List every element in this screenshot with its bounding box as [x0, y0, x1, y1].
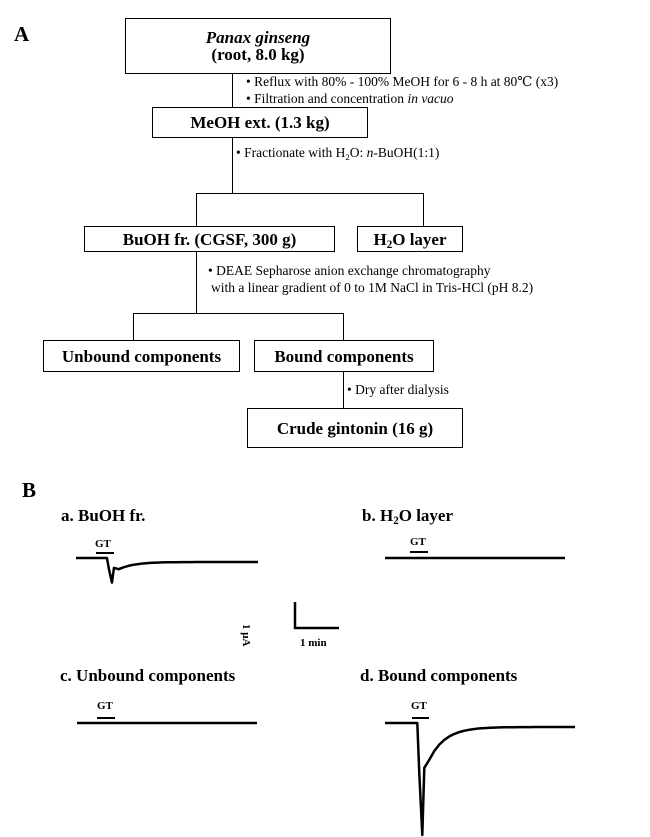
node-source-line2: (root, 8.0 kg)	[211, 45, 305, 64]
stimulus-label-d: GT	[411, 700, 427, 712]
step-fractionate-a: • Fractionate with H	[236, 145, 346, 160]
step-fractionate-c: -BuOH(1:1)	[373, 145, 440, 160]
node-bound-label: Bound components	[274, 346, 414, 366]
node-meoh-extract: MeOH ext. (1.3 kg)	[152, 107, 368, 138]
step-reflux: • Reflux with 80% - 100% MeOH for 6 - 8 …	[246, 74, 559, 89]
node-crude-gintonin: Crude gintonin (16 g)	[247, 408, 463, 448]
trace-title-b-sub: 2	[393, 515, 399, 527]
connector-bound-crude	[343, 372, 344, 408]
connector-split-h2o	[423, 193, 424, 226]
step-fractionate: • Fractionate with H2O: n-BuOH(1:1)	[236, 145, 439, 161]
trace-d	[385, 721, 575, 837]
stimulus-label-a: GT	[95, 538, 111, 550]
step-filtration: • Filtration and concentration in vacuo	[246, 91, 454, 107]
stimulus-label-c: GT	[97, 700, 113, 712]
node-panax-ginseng: Panax ginseng (root, 8.0 kg)	[125, 18, 391, 74]
node-h2o-sub: 2	[386, 238, 393, 251]
stimulus-bar-c	[97, 717, 115, 719]
trace-b	[385, 556, 565, 560]
step-fractionate-sub: 2	[345, 152, 350, 162]
step-chromatography-2: with a linear gradient of 0 to 1M NaCl i…	[211, 280, 534, 295]
step-fractionate-b: O:	[349, 145, 367, 160]
step-dry: • Dry after dialysis	[347, 382, 449, 397]
scale-bar-lines	[293, 602, 339, 630]
trace-a-line	[76, 556, 258, 584]
trace-title-c: c. Unbound components	[60, 666, 236, 685]
stimulus-bar-a	[96, 552, 114, 554]
scale-bar	[293, 602, 339, 630]
trace-title-b: b. H2O layer	[362, 506, 454, 527]
connector-buoh-split	[196, 252, 197, 314]
node-h2o-pre: H	[373, 229, 387, 249]
step-filtration-italic: in vacuo	[407, 91, 454, 106]
connector-source-meoh	[232, 74, 233, 108]
connector-split-horizontal	[196, 193, 424, 194]
step-fractionate-italic: n	[366, 145, 374, 160]
node-unbound-label: Unbound components	[61, 346, 222, 366]
node-bound-components: Bound components	[254, 340, 434, 372]
trace-c	[77, 721, 257, 725]
panel-b-label: B	[22, 478, 37, 502]
node-unbound-components: Unbound components	[43, 340, 240, 372]
node-crude-label: Crude gintonin (16 g)	[276, 418, 434, 438]
trace-title-a: a. BuOH fr.	[61, 506, 146, 525]
node-buoh-label: BuOH fr. (CGSF, 300 g)	[122, 229, 297, 249]
stimulus-label-b: GT	[410, 536, 426, 548]
node-h2o-label: H2O layer	[373, 229, 447, 251]
scale-time-label: 1 min	[300, 637, 327, 649]
node-source-line1: Panax ginseng	[205, 28, 311, 47]
scale-current-label: 1 μA	[240, 624, 252, 647]
connector-chrom-horizontal	[133, 313, 344, 314]
trace-title-b-pre: b. H	[362, 506, 394, 525]
node-buoh-fraction: BuOH fr. (CGSF, 300 g)	[84, 226, 335, 252]
connector-chrom-bound	[343, 313, 344, 340]
connector-chrom-unbound	[133, 313, 134, 340]
node-h2o-layer: H2O layer	[357, 226, 463, 252]
trace-d-line	[385, 721, 575, 837]
stimulus-bar-d	[412, 717, 429, 719]
node-h2o-post: O layer	[392, 229, 447, 249]
stimulus-bar-b	[410, 551, 428, 553]
trace-title-b-post: O layer	[398, 506, 454, 525]
step-chromatography-1: • DEAE Sepharose anion exchange chromato…	[208, 263, 491, 278]
step-filtration-text: • Filtration and concentration	[246, 91, 408, 106]
trace-a	[76, 556, 258, 584]
connector-meoh-split	[232, 138, 233, 194]
trace-title-d: d. Bound components	[360, 666, 518, 685]
panel-a-label: A	[14, 22, 30, 46]
node-meoh-label: MeOH ext. (1.3 kg)	[190, 113, 330, 132]
connector-split-buoh	[196, 193, 197, 226]
